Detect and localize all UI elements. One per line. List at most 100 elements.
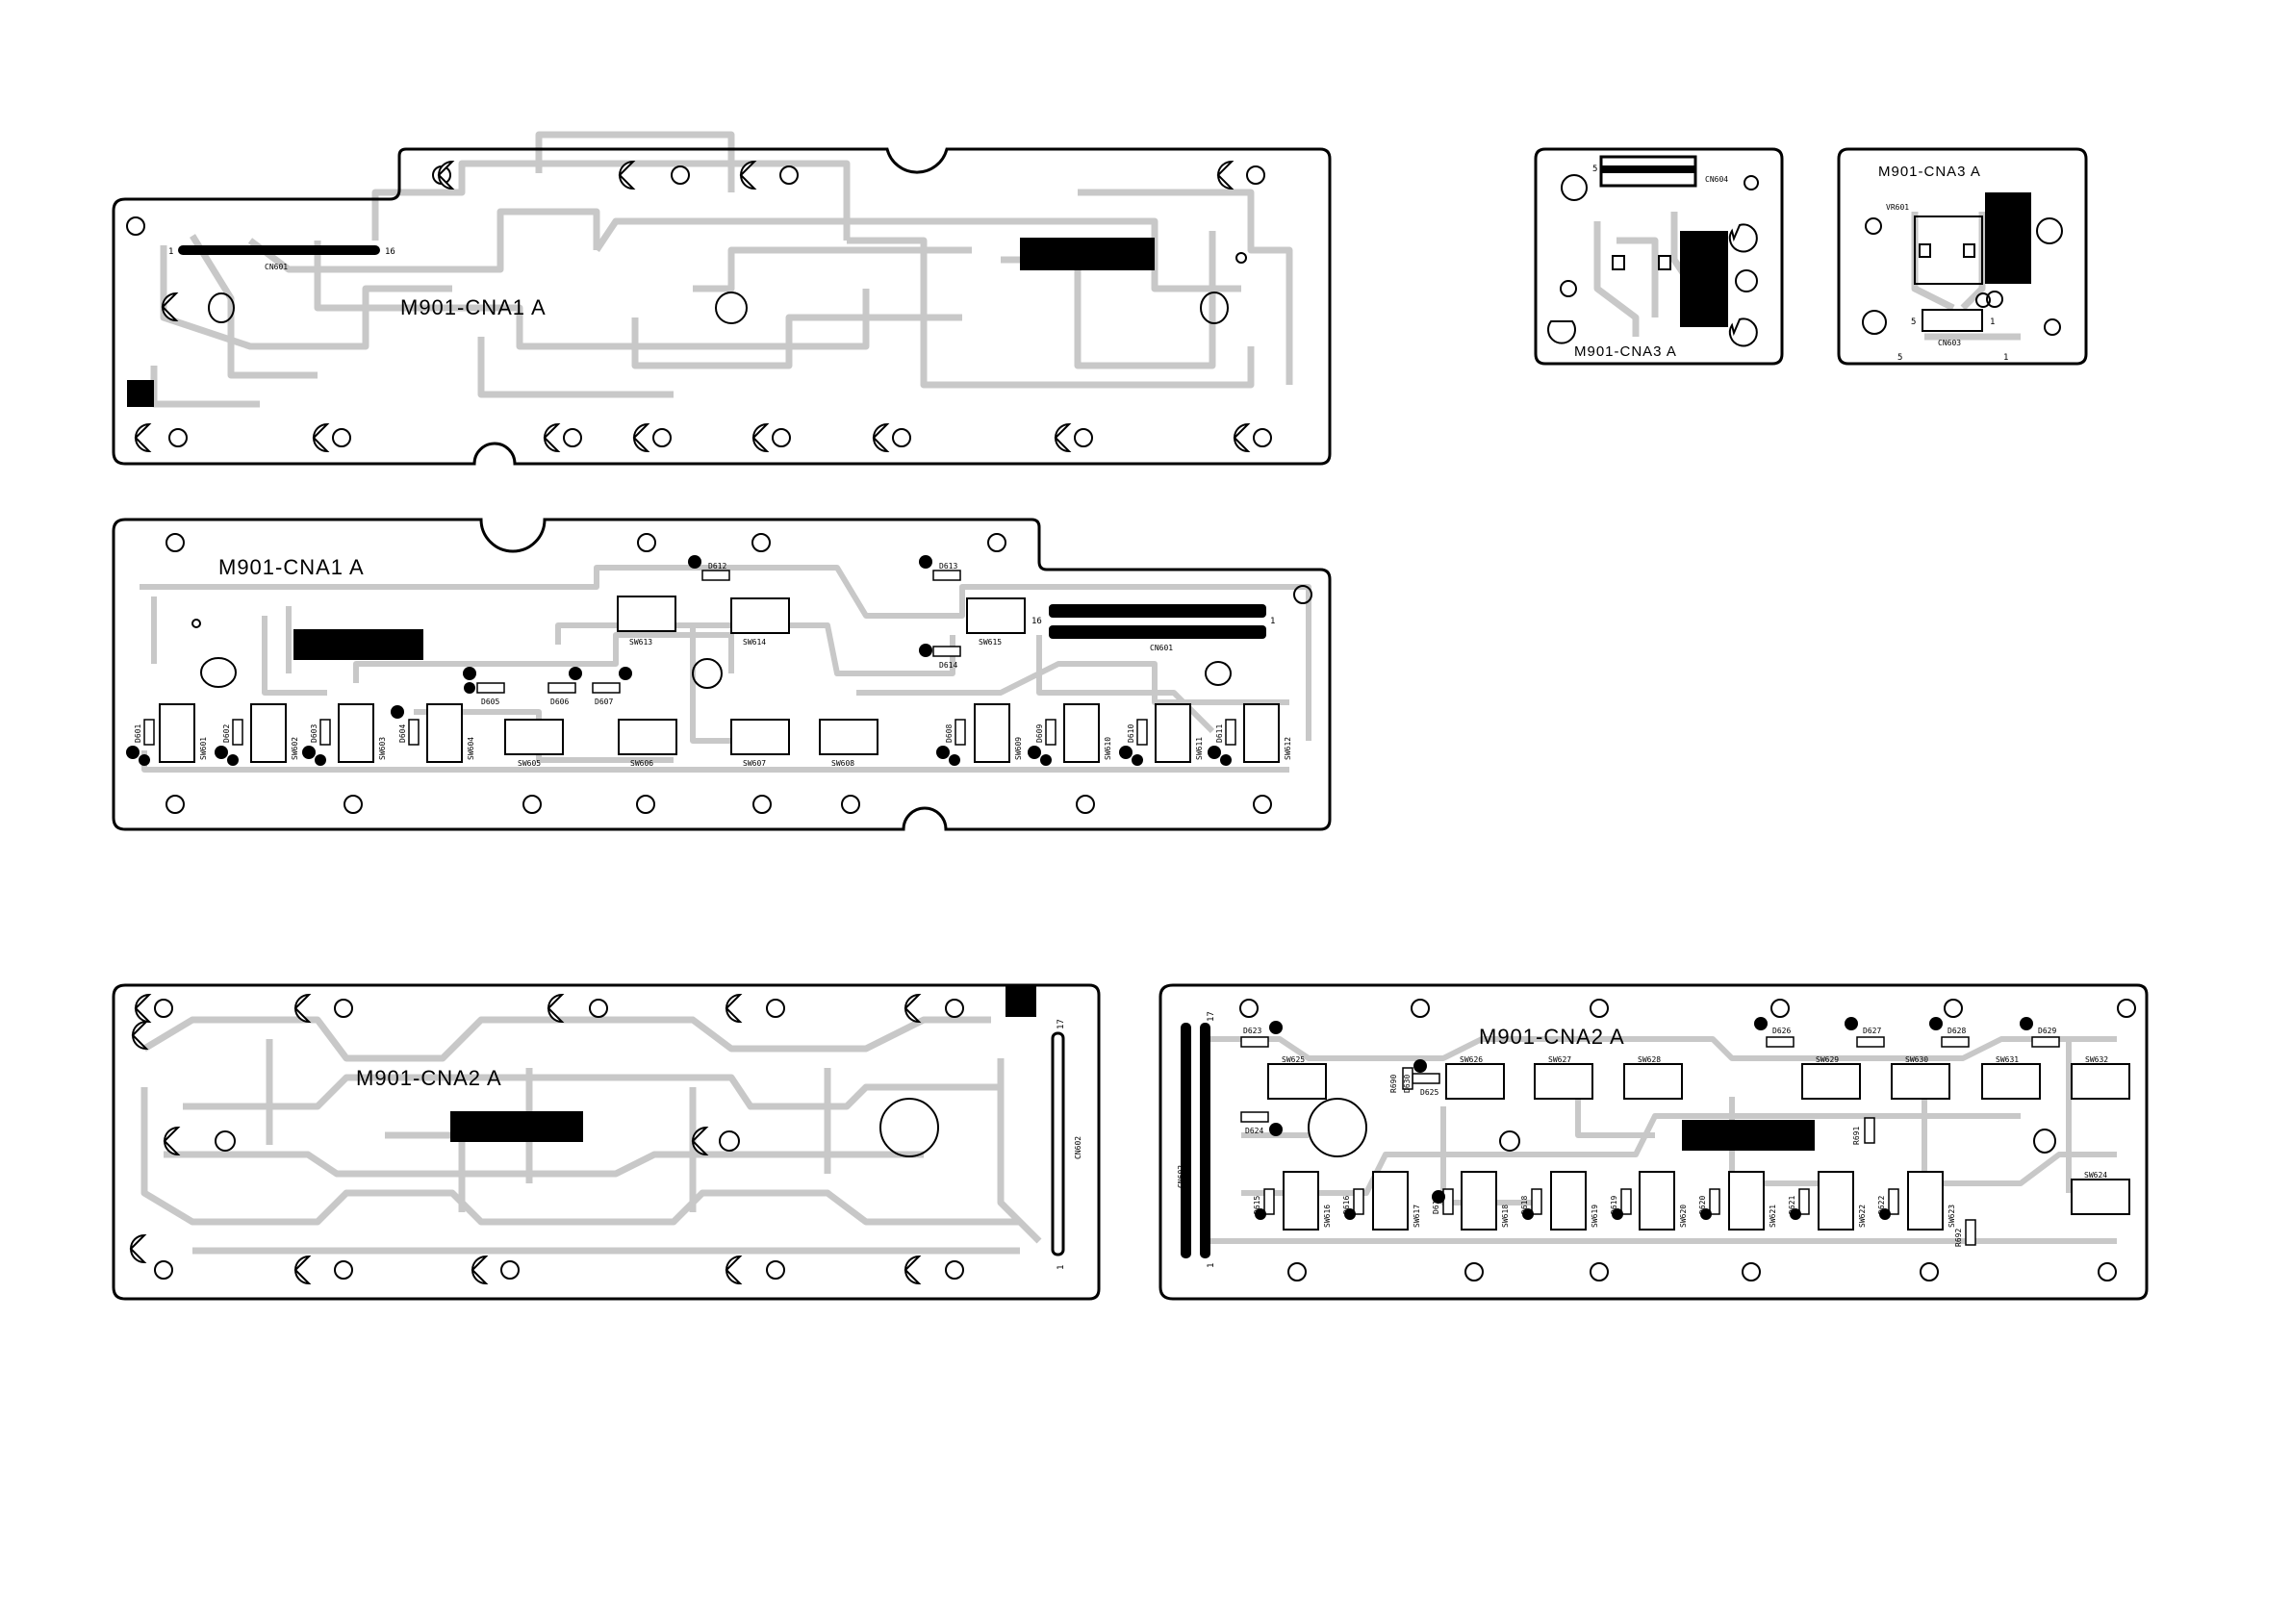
- switch-labels: SW613 SW614 SW615 SW605 SW606 SW607 SW60…: [199, 638, 1292, 768]
- board-title: M901-CNA3 A: [1574, 343, 1677, 360]
- diode-label: D630: [1403, 1075, 1412, 1093]
- board-cna1-top: 1 16 CN601 M901-CNA1 A: [112, 131, 1332, 466]
- pin-label-first: 1: [1207, 1263, 1216, 1268]
- led-label: D622: [1877, 1196, 1886, 1214]
- led-label: D628: [1947, 1027, 1966, 1035]
- led-label: D609: [1035, 724, 1044, 743]
- switch-label: SW619: [1591, 1205, 1599, 1228]
- pad: [1963, 243, 1975, 258]
- led-markers-cna2-left: [129, 993, 922, 1285]
- ic-block: [1985, 192, 2031, 284]
- holes-cna3-right: [1862, 217, 2063, 336]
- switch-label: SW601: [199, 737, 208, 760]
- switch-label: SW602: [291, 737, 299, 760]
- board-title: M901-CNA2 A: [1479, 1025, 1625, 1049]
- pin-label: 5: [1897, 353, 1902, 363]
- header-cn601-bottom-row2: [1049, 625, 1266, 639]
- traces-cna1-top: [150, 131, 1293, 408]
- pin-label-last: 17: [1207, 1011, 1216, 1022]
- led-label: D601: [134, 724, 142, 743]
- led-label: D610: [1127, 724, 1135, 743]
- led-bodies: [143, 570, 1236, 746]
- board-outline-cna1-bottom: [112, 518, 1332, 831]
- led-dots: [126, 555, 1232, 766]
- resistor-label: R691: [1852, 1127, 1861, 1145]
- led-label: D626: [1772, 1027, 1791, 1035]
- switch-label: SW630: [1905, 1055, 1928, 1064]
- switch-label: SW623: [1947, 1205, 1956, 1228]
- pin-label: 5: [1592, 165, 1597, 174]
- switch-label: SW626: [1460, 1055, 1483, 1064]
- led-label: D624: [1245, 1127, 1263, 1135]
- switch-label: SW607: [743, 759, 766, 768]
- pin-label-last: 16: [385, 247, 395, 257]
- pin-label-first: 1: [168, 247, 173, 257]
- pot-body: [1914, 216, 1983, 285]
- led-label: D623: [1243, 1027, 1261, 1035]
- pin-label: 5: [1911, 317, 1916, 327]
- pad: [1612, 255, 1625, 270]
- led-label: D616: [1342, 1196, 1351, 1214]
- switch-label: SW617: [1413, 1205, 1421, 1228]
- led-label: D613: [939, 562, 957, 571]
- pin-label-first: 1: [1270, 617, 1275, 626]
- square-pad: [1005, 986, 1036, 1017]
- switch-label: SW632: [2085, 1055, 2108, 1064]
- pin-label-last: 17: [1056, 1019, 1066, 1029]
- led-label: D618: [1520, 1196, 1529, 1214]
- led-label: D629: [2038, 1027, 2056, 1035]
- led-label: D604: [398, 724, 407, 743]
- switch-label: SW629: [1816, 1055, 1839, 1064]
- led-label: D608: [945, 724, 954, 743]
- switch-label: SW609: [1014, 737, 1023, 760]
- switch-bodies: [159, 596, 1280, 763]
- board-outline-cna3-right: [1837, 147, 2088, 366]
- led-label: D603: [310, 724, 318, 743]
- board-outline-cna3-left: [1534, 147, 1784, 366]
- led-markers-cna3-left: [1547, 223, 1758, 347]
- led-label: D619: [1610, 1196, 1618, 1214]
- board-outline-cna2-right: [1158, 983, 2149, 1301]
- pin-label: 1: [1990, 317, 1995, 327]
- ic-block: [1680, 231, 1728, 327]
- led-label: D606: [550, 698, 569, 706]
- holes-cna2-left: [154, 999, 964, 1280]
- led-label: D625: [1420, 1088, 1438, 1097]
- board-cna2-left: M901-CNA2 A 17 1 CN602: [112, 983, 1101, 1301]
- led-label: D605: [481, 698, 499, 706]
- board-outline-cna2-left: [112, 983, 1101, 1301]
- switch-label: SW605: [518, 759, 541, 768]
- holes-cna3-left: [1560, 174, 1759, 297]
- switch-label: SW611: [1195, 737, 1204, 760]
- header-cn602-right: [1181, 1023, 1191, 1258]
- switch-label: SW631: [1996, 1055, 2019, 1064]
- switch-label: SW614: [743, 638, 766, 647]
- switch-label: SW618: [1501, 1205, 1510, 1228]
- holes-cna1-top: [126, 165, 1272, 447]
- board-title: M901-CNA3 A: [1878, 164, 1981, 180]
- led-markers-cna1-top: [134, 160, 1251, 453]
- led-label: D617: [1432, 1196, 1440, 1214]
- ic-block: [1682, 1120, 1815, 1151]
- header-cn602-right-row2: [1200, 1023, 1210, 1258]
- traces-cna2-left: [140, 1016, 1042, 1255]
- switch-label: SW628: [1638, 1055, 1661, 1064]
- board-cna3-left: 5 CN604 M901-CNA3 A: [1534, 147, 1784, 366]
- connector-cn603-body: [1922, 309, 1983, 332]
- led-label: D611: [1215, 724, 1224, 743]
- pad: [1658, 255, 1671, 270]
- board-title: M901-CNA2 A: [356, 1066, 502, 1090]
- switch-label: SW613: [629, 638, 652, 647]
- connector-label: CN603: [1938, 339, 1961, 347]
- connector-label: CN602: [1177, 1165, 1185, 1188]
- switch-label: SW622: [1858, 1205, 1867, 1228]
- resistor-label: R692: [1954, 1229, 1963, 1247]
- switch-label: SW624: [2084, 1171, 2107, 1180]
- header-cn602-left: [1051, 1031, 1065, 1256]
- led-label: D615: [1253, 1196, 1261, 1214]
- led-labels: D623 D624 D625 D626 D627 D628 D629 D615 …: [1243, 1027, 2056, 1247]
- switch-label: SW615: [979, 638, 1002, 647]
- holes-cna1-bottom: [165, 533, 1312, 814]
